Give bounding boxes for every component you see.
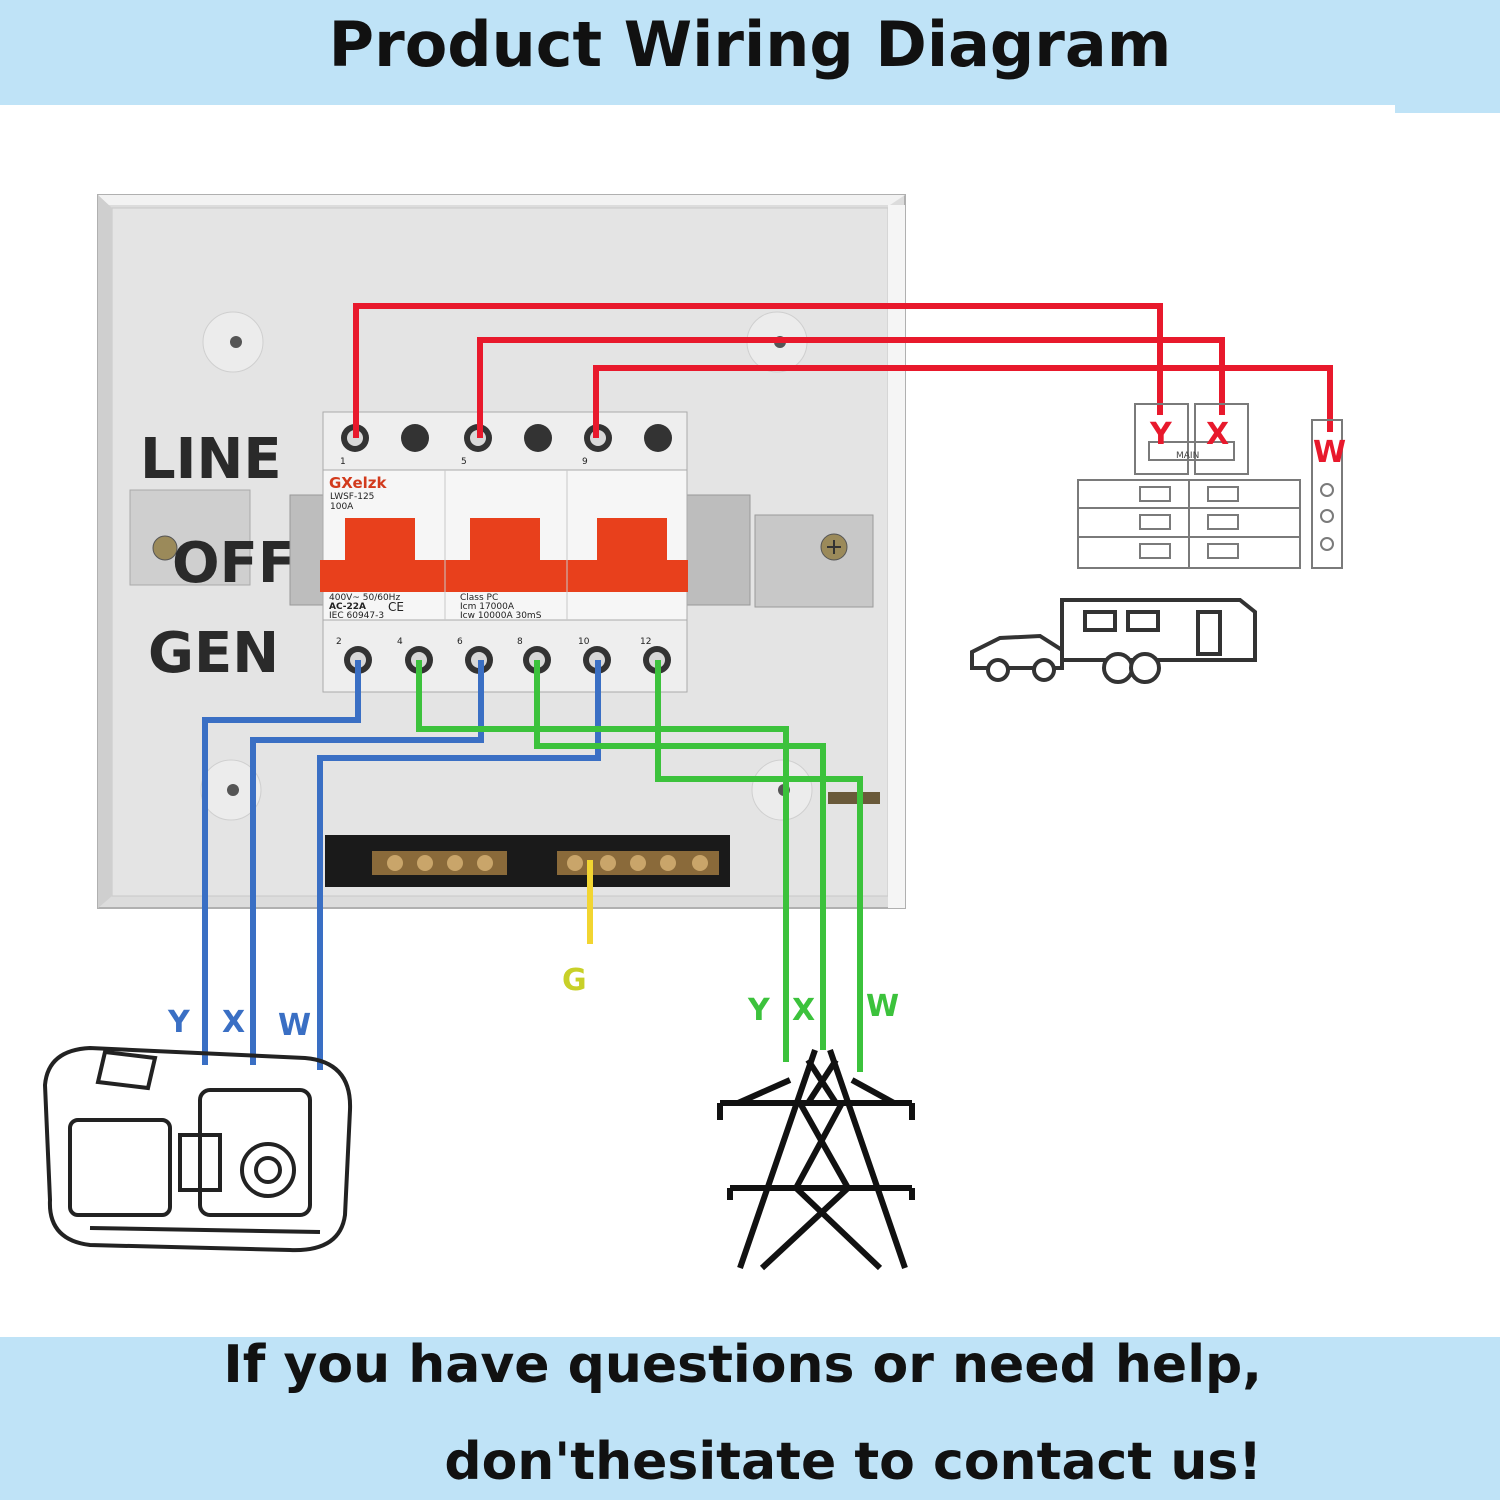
- position-gen-label: GEN: [148, 621, 279, 686]
- terminal-label-12: 12: [640, 637, 651, 647]
- terminal-label-4: 4: [397, 637, 403, 647]
- page-title: Product Wiring Diagram: [328, 8, 1172, 81]
- switch-icm: Icm 17000A: [460, 602, 515, 612]
- generator-icon: [42, 1045, 353, 1253]
- terminal-label-6: 6: [457, 637, 463, 647]
- panel-main-label: MAIN: [1176, 451, 1199, 461]
- position-off-label: OFF: [172, 531, 296, 596]
- right-bracket: [754, 514, 874, 608]
- footer-banner: [0, 1337, 1500, 1500]
- threaded-rod: [828, 792, 880, 804]
- terminal-label-5: 5: [461, 457, 467, 467]
- title-banner-extension: [1395, 0, 1500, 113]
- switch-class: Class PC: [460, 593, 498, 603]
- switch-brand: GXelzk: [329, 474, 388, 492]
- switch-spec-voltage: 400V~ 50/60Hz: [329, 593, 400, 603]
- title-banner: [0, 0, 1395, 105]
- terminal-label-9: 9: [582, 457, 588, 467]
- switch-spec-category: AC-22A: [329, 602, 366, 612]
- position-line-label: LINE: [140, 427, 282, 492]
- terminal-label-8: 8: [517, 637, 523, 647]
- utility-label-w: W: [866, 989, 899, 1024]
- generator-label-w: W: [278, 1008, 311, 1043]
- breaker-panel-icon: [1077, 403, 1343, 569]
- transmission-tower-icon: [717, 1049, 915, 1271]
- terminal-label-1: 1: [340, 457, 346, 467]
- generator-wires: [202, 660, 601, 1070]
- footer-line-2: don'thesitate to contact us!: [444, 1432, 1262, 1492]
- utility-label-y: Y: [747, 993, 771, 1028]
- terminal-label-2: 2: [336, 637, 342, 647]
- ce-mark: CE: [388, 600, 404, 614]
- footer-line-1: If you have questions or need help,: [223, 1335, 1262, 1395]
- transfer-switch: [320, 411, 688, 693]
- terminal-label-10: 10: [578, 637, 590, 647]
- left-bracket: [129, 489, 251, 586]
- ground-label: G: [562, 963, 587, 998]
- switch-icw: Icw 10000A 30mS: [460, 611, 542, 621]
- utility-wires: [416, 660, 863, 1072]
- panel-label-w: W: [1313, 435, 1346, 470]
- switch-rating: 100A: [330, 502, 354, 512]
- ground-bus-bar: [325, 835, 730, 887]
- generator-label-x: X: [222, 1005, 245, 1040]
- switch-model: LWSF-125: [330, 492, 374, 502]
- utility-label-x: X: [792, 993, 815, 1028]
- panel-label-y: Y: [1149, 417, 1173, 452]
- switch-spec-standard: IEC 60947-3: [329, 611, 384, 621]
- rv-camper-icon: [970, 598, 1257, 684]
- panel-label-x: X: [1206, 417, 1229, 452]
- load-wires: [353, 303, 1333, 438]
- generator-label-y: Y: [167, 1005, 191, 1040]
